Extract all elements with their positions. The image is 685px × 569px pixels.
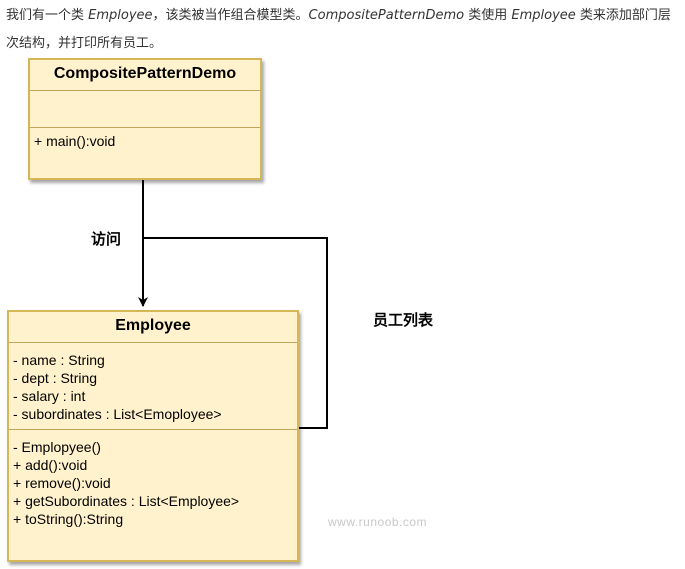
intro-part: 我们有一个类	[6, 8, 89, 23]
composite-pattern-demo-class: CompositePatternDemo + main():void	[28, 58, 262, 180]
intro-class-name: Employee	[88, 8, 153, 23]
watermark: www.runoob.com	[328, 515, 428, 529]
method: + getSubordinates : List<Employee>	[13, 493, 240, 509]
class-attributes	[30, 91, 260, 128]
class-name: Employee	[9, 312, 297, 343]
intro-part: 类来添加部门层次结构，并打印所有员工。	[6, 8, 671, 51]
method: + remove():void	[13, 475, 111, 491]
employee-class: Employee - name : String - dept : String…	[7, 310, 299, 562]
connectors	[138, 180, 328, 429]
uml-diagram: CompositePatternDemo + main():void Emplo…	[3, 58, 493, 563]
attribute: - salary : int	[13, 388, 86, 404]
method: + toString():String	[13, 511, 124, 527]
access-label: 访问	[91, 230, 122, 248]
class-methods: - Emplopyee() + add():void + remove():vo…	[9, 430, 297, 532]
intro-part: ，该类被当作组合模型类。	[152, 8, 309, 23]
attribute: - dept : String	[13, 370, 98, 386]
intro-text: 我们有一个类 Employee，该类被当作组合模型类。CompositePatt…	[6, 2, 681, 58]
intro-part: 类使用	[464, 8, 512, 23]
method: + main():void	[34, 133, 116, 149]
employee-list-label: 员工列表	[373, 311, 434, 329]
method: + add():void	[13, 457, 88, 473]
method: - Emplopyee()	[13, 439, 101, 455]
class-attributes: - name : String - dept : String - salary…	[9, 343, 297, 430]
attribute: - subordinates : List<Emoployee>	[13, 406, 222, 422]
class-name: CompositePatternDemo	[30, 60, 260, 91]
intro-class-name: Employee	[511, 8, 576, 23]
class-methods: + main():void	[30, 128, 260, 154]
employee-list-self-association-line	[143, 237, 328, 429]
attribute: - name : String	[13, 352, 105, 368]
intro-class-name: CompositePatternDemo	[308, 8, 465, 23]
